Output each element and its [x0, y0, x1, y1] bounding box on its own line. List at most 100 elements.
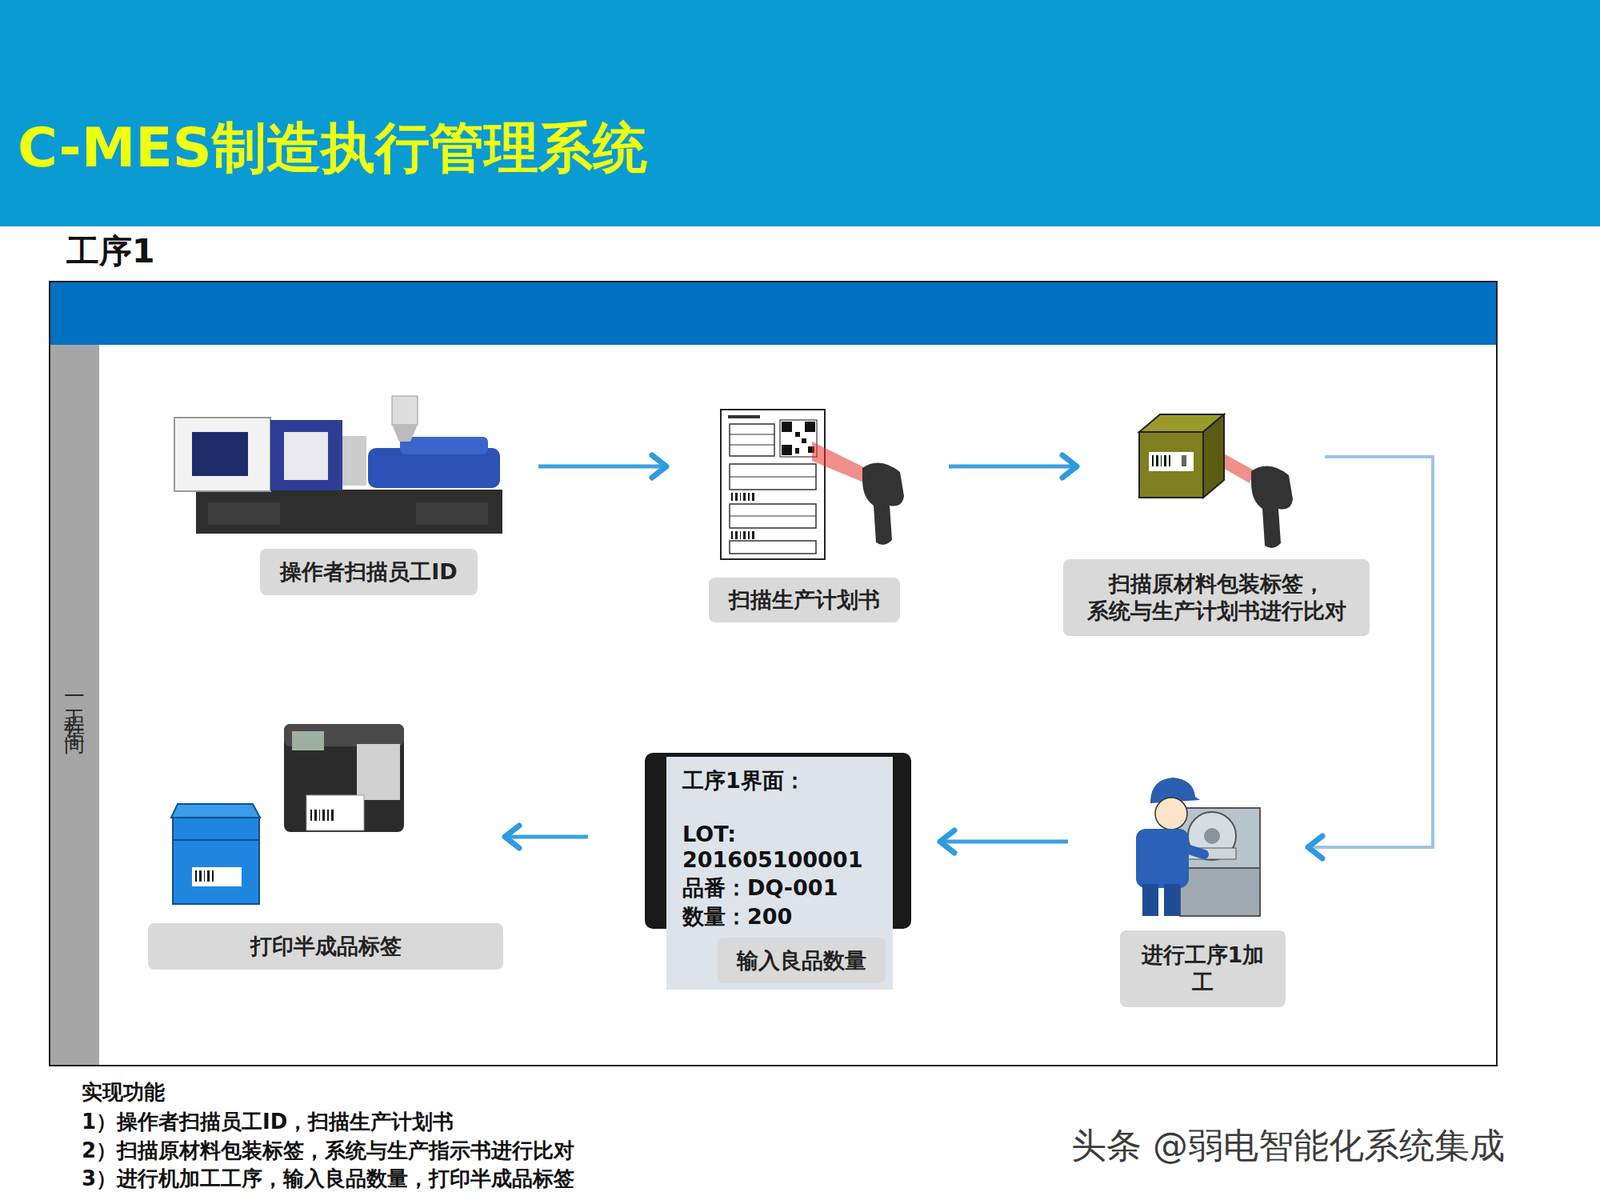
lathe-worker	[1180, 868, 1260, 916]
material-box	[1168, 455, 1171, 467]
production-plan-sheet	[720, 409, 825, 560]
flow-arrow	[948, 464, 1079, 469]
process-step: 打印半成品标签	[148, 719, 504, 970]
injection-machine	[174, 396, 503, 534]
lathe-worker	[1184, 848, 1204, 855]
flow-arrow	[538, 464, 668, 469]
label-printer	[356, 744, 400, 800]
page-title: C-MES制造执行管理系统	[17, 116, 648, 180]
process-frame: 工序1一工程车间操作者扫描员工ID扫描生产计划书扫描原材料包装标签，系统与生产计…	[48, 280, 1498, 1067]
production-plan-sheet	[804, 421, 816, 432]
connector-group	[503, 456, 1433, 848]
label-printer	[327, 809, 329, 821]
screen-text: LOT: 201605100001	[682, 821, 859, 873]
blue-crate	[171, 804, 260, 818]
production-plan-sheet	[729, 540, 816, 554]
barcode-scanner	[1251, 466, 1293, 548]
blue-crate	[195, 870, 197, 882]
label-printer	[310, 809, 312, 821]
production-plan-sheet	[729, 434, 775, 436]
production-plan-sheet	[781, 444, 792, 456]
function-heading: 实现功能	[81, 1080, 165, 1104]
lathe-worker	[1155, 797, 1188, 830]
screen-text: 品番：DQ-001	[682, 875, 883, 901]
label-printer	[292, 731, 324, 751]
band-label: 一工程车间	[50, 344, 100, 1065]
injection-machine	[392, 396, 418, 425]
production-plan-sheet	[752, 531, 755, 540]
screen-text: 数量：200	[682, 904, 883, 930]
production-plan-sheet	[752, 492, 755, 501]
production-plan-sheet	[740, 492, 741, 501]
step-label: 扫描原材料包装标签，系统与生产计划书进行比对	[1063, 559, 1370, 636]
flow-arrow	[938, 840, 1068, 844]
production-plan-sheet	[728, 415, 760, 419]
injection-machine	[270, 420, 343, 491]
label-printer	[319, 809, 320, 821]
scan-beam	[812, 441, 871, 484]
lathe-worker	[1164, 884, 1180, 916]
blue-crate	[199, 870, 202, 882]
watermark: 头条 @弱电智能化系统集成	[1071, 1124, 1505, 1167]
step-label: 打印半成品标签	[148, 923, 504, 970]
production-plan-sheet	[720, 409, 825, 560]
flow-arrow	[1306, 456, 1433, 848]
process-step: 进行工序1加工	[1068, 777, 1307, 1008]
step-label: 进行工序1加工	[1120, 930, 1286, 1008]
process-step: 操作者扫描员工ID	[171, 392, 539, 596]
material-box	[1139, 414, 1224, 498]
production-plan-sheet	[795, 448, 800, 454]
production-plan-sheet	[729, 444, 775, 446]
production-plan-sheet	[748, 492, 750, 501]
lathe-worker	[1136, 828, 1189, 888]
production-plan-sheet	[795, 432, 800, 437]
tablet-screen: 工序1界面： LOT: 201605100001品番：DQ-001 数量：200 输入…	[588, 752, 939, 990]
step-label: 扫描生产计划书	[708, 577, 900, 623]
label-printer	[322, 809, 325, 821]
material-box	[1156, 455, 1159, 467]
production-plan-sheet	[729, 424, 775, 456]
blue-crate	[172, 817, 260, 904]
injection-machine	[342, 436, 367, 486]
production-plan-sheet	[731, 531, 733, 540]
material-box	[1181, 455, 1187, 467]
header-band	[0, 0, 1600, 227]
label-printer	[284, 724, 404, 832]
material-box	[1152, 455, 1154, 467]
injection-machine	[208, 502, 280, 525]
production-plan-sheet	[735, 531, 738, 540]
production-plan-sheet	[743, 531, 746, 540]
blue-crate	[207, 870, 210, 882]
production-plan-sheet	[729, 516, 816, 517]
injection-machine	[416, 502, 488, 525]
production-plan-sheet	[735, 492, 738, 501]
frame-top-band	[50, 282, 1496, 345]
label-printer	[306, 795, 364, 831]
label-printer	[314, 809, 317, 821]
function-item: 3）进行机加工工序，输入良品数量，打印半成品标签	[81, 1166, 575, 1191]
blue-crate	[212, 870, 214, 882]
production-plan-sheet	[801, 438, 807, 444]
header-band	[0, 0, 1600, 227]
production-plan-sheet	[780, 420, 817, 457]
frame-heading: 工序1	[66, 232, 156, 271]
blue-crate	[171, 804, 260, 904]
production-plan-sheet	[740, 531, 741, 540]
production-plan-sheet	[729, 476, 816, 478]
blue-crate	[204, 870, 205, 882]
input-label-text: 输入良品数量	[717, 937, 886, 984]
screen-text: 工序1界面：	[682, 768, 883, 794]
blue-crate	[192, 867, 242, 887]
production-plan-sheet	[743, 492, 746, 501]
process-step: 扫描生产计划书	[668, 408, 949, 623]
injection-machine	[196, 489, 503, 534]
lathe-worker	[1204, 828, 1220, 844]
step-label: 操作者扫描员工ID	[260, 548, 478, 596]
production-plan-sheet	[729, 464, 816, 490]
injection-machine	[284, 432, 328, 480]
lathe-worker	[1142, 884, 1159, 916]
injection-machine	[192, 432, 248, 476]
workshop-band: 一工程车间	[50, 344, 100, 1065]
